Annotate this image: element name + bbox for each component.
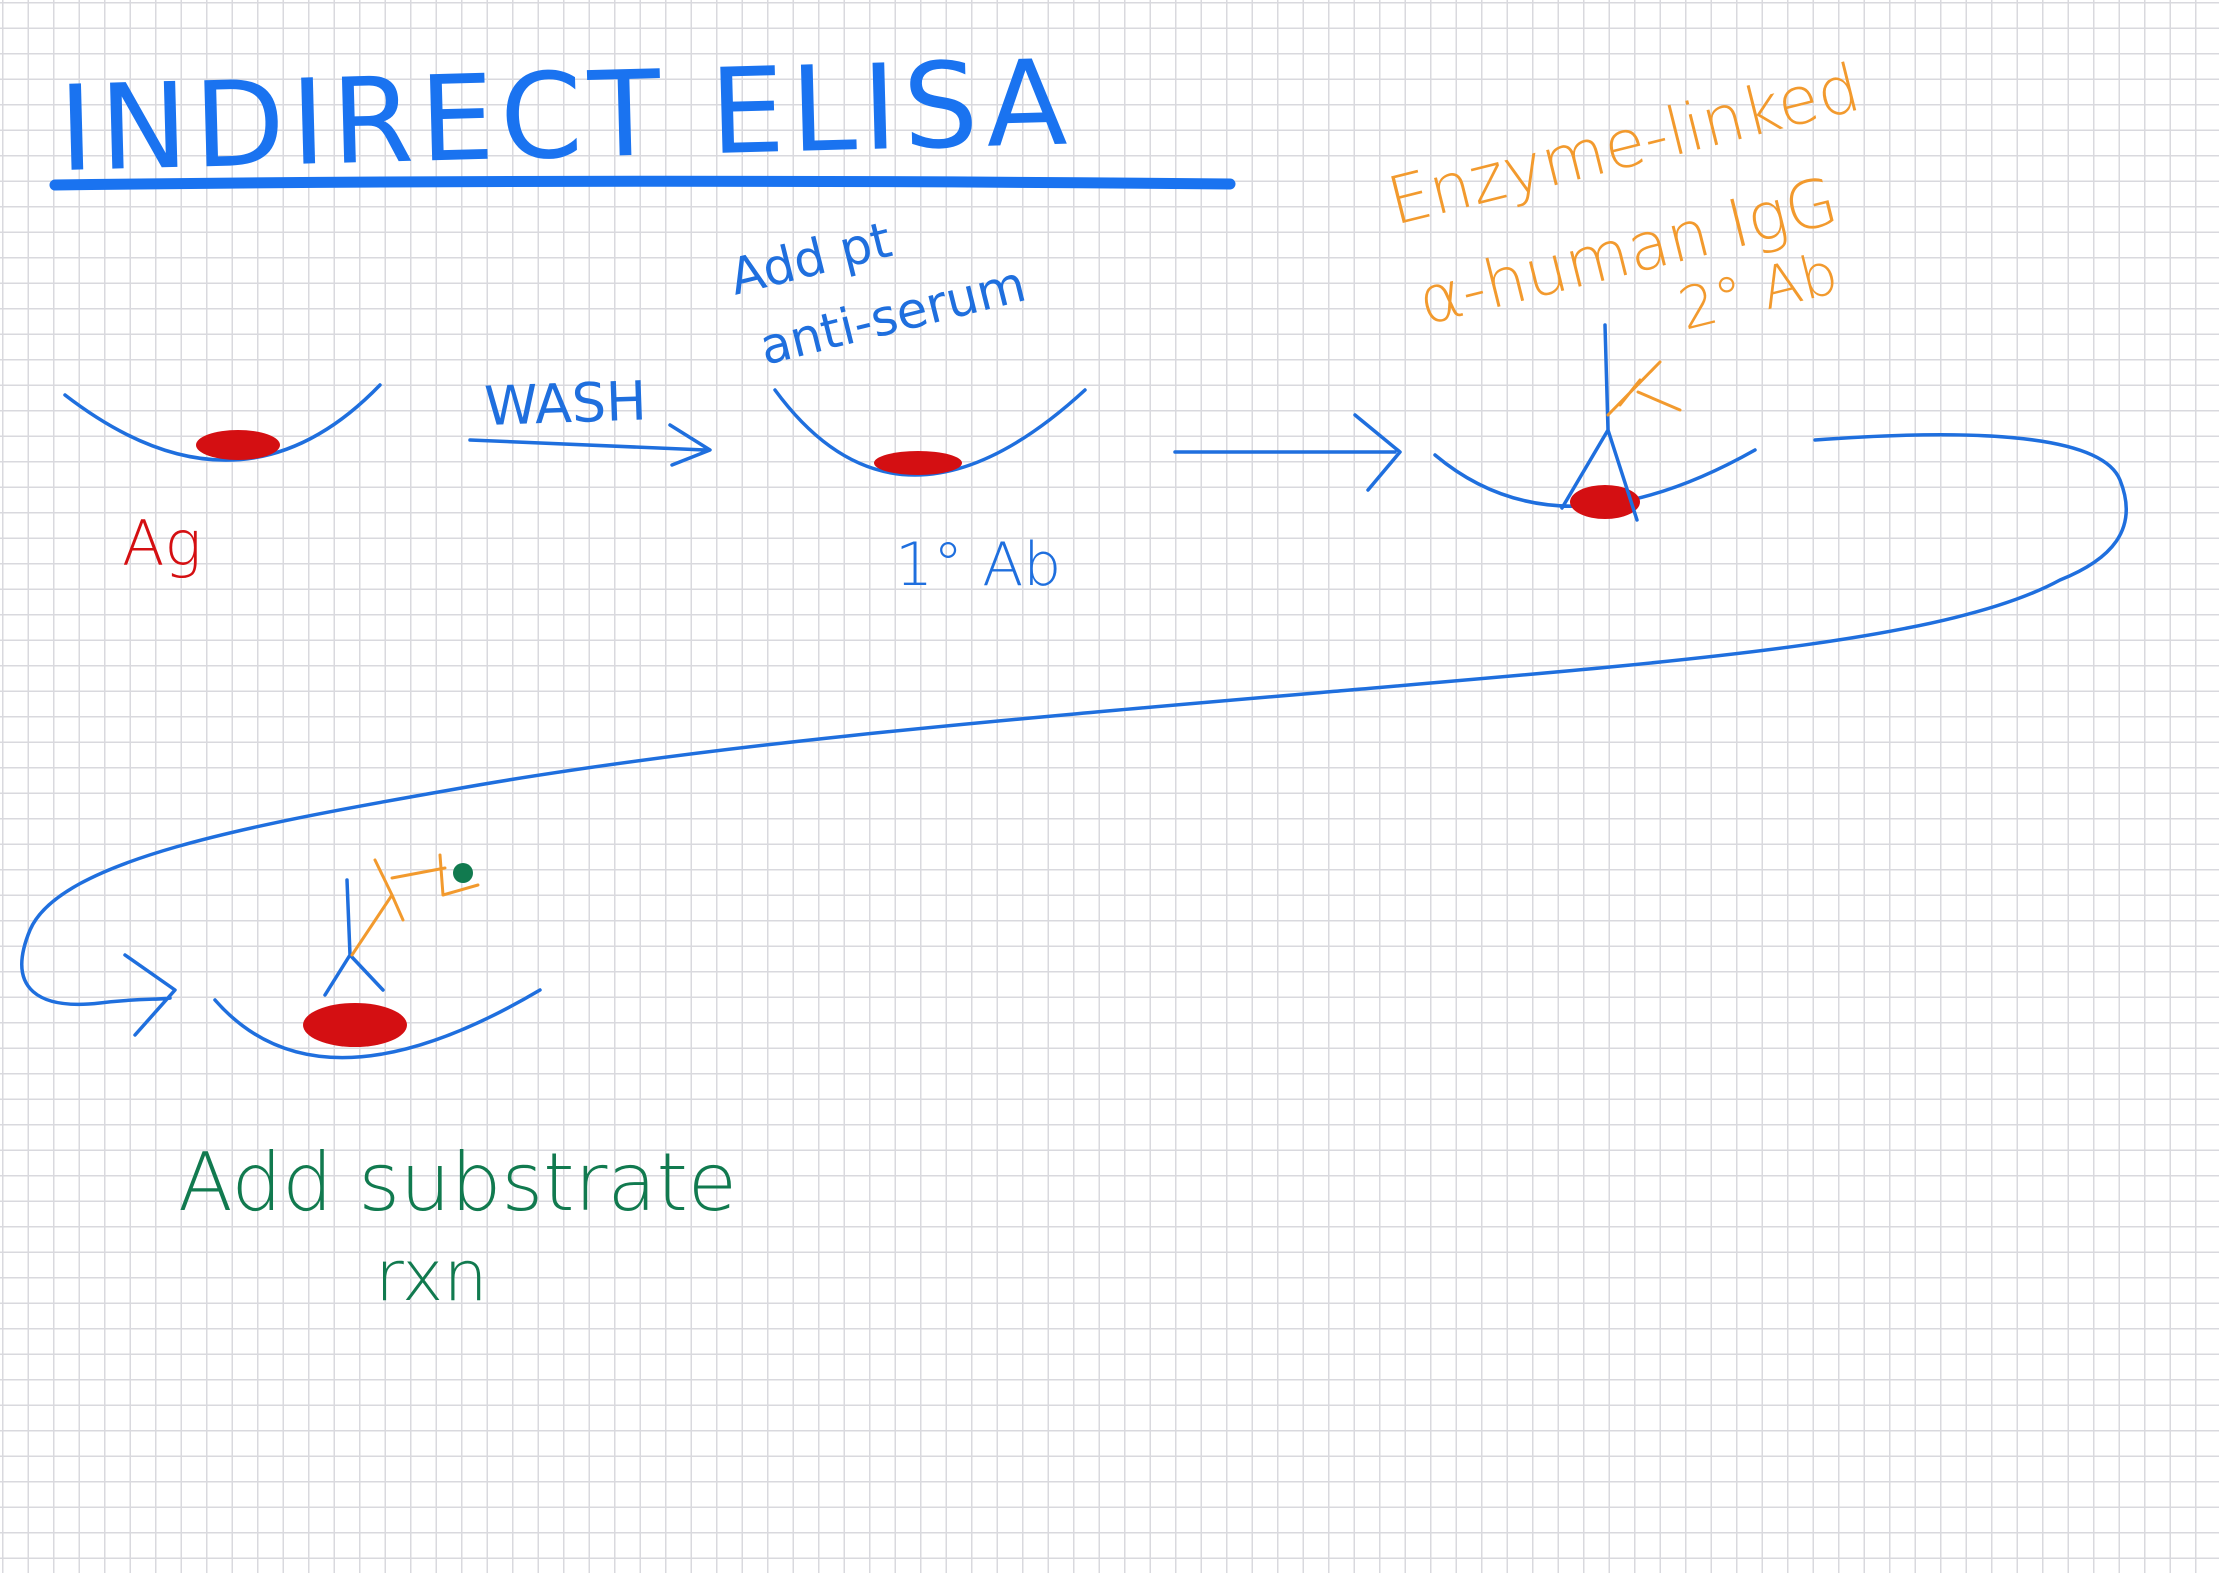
- primary-antibody-y-1: [1560, 323, 1639, 522]
- primary-ab-label: 1° Ab: [895, 530, 1061, 600]
- well-4: [213, 988, 542, 1060]
- add-substrate-line-2: rxn: [375, 1235, 488, 1317]
- add-substrate-line-1: Add substrate: [178, 1136, 737, 1229]
- antigen-label: Ag: [122, 507, 202, 580]
- step-4-substrate-well: Add substrate rxn: [178, 853, 737, 1317]
- curve-arrow-to-step-4: [20, 433, 2128, 1037]
- antigen-blob-1: [196, 430, 280, 460]
- arrow-to-step-3: [1173, 413, 1402, 492]
- page-title: INDIRECT ELISA: [57, 33, 1074, 198]
- primary-antibody-y-2: [323, 878, 385, 997]
- step-1-antigen-well: Ag: [63, 383, 382, 580]
- antigen-blob-2: [874, 451, 962, 475]
- secondary-antibody-orange-2: [350, 853, 480, 957]
- antigen-blob-4: [303, 1003, 407, 1047]
- wash-label: WASH: [483, 369, 647, 438]
- antigen-blob-3: [1570, 485, 1640, 519]
- title-underline: [49, 175, 1236, 191]
- wash-arrow: [468, 423, 712, 467]
- title-group: INDIRECT ELISA: [49, 33, 1236, 198]
- step-3-secondary-ab-well: Enzyme-linked α-human IgG 2° Ab: [1380, 49, 1867, 522]
- wash-arrow-group: WASH: [468, 369, 712, 467]
- enzyme-substrate-dot: [453, 863, 473, 883]
- step-2-primary-ab-well: Add pt anti-serum 1° Ab: [724, 211, 1087, 600]
- well-1: [63, 383, 382, 462]
- secondary-antibody-orange: [1606, 360, 1682, 417]
